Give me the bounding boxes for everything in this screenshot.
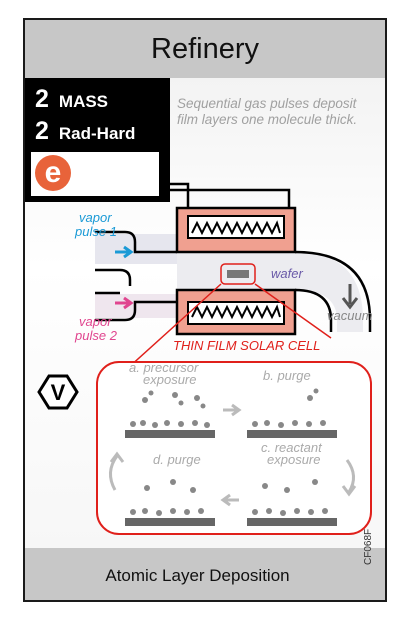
stat-radhard-label: Rad-Hard [58, 124, 136, 143]
substrate-a [125, 430, 215, 438]
ald-diagram: V vapor pulse 1 vapor pulse 2 wafer vacu… [37, 182, 373, 535]
v-badge-icon [37, 374, 79, 410]
cycle-arrow-da-icon [109, 451, 125, 491]
card-subtitle: Atomic Layer Deposition [105, 566, 290, 585]
cycle-arrow-ab-icon [223, 403, 242, 417]
ald-cycle-panel [96, 361, 372, 535]
card-title: Refinery [25, 20, 385, 78]
product-label: THIN FILM SOLAR CELL [173, 338, 320, 353]
molecule-dots [130, 388, 328, 516]
card-description: Sequential gas pulses deposit film layer… [177, 96, 382, 128]
substrate-c [247, 518, 337, 526]
electric-e-icon: e [35, 155, 71, 191]
vacuum-arrow-icon [341, 284, 359, 310]
vapor-1-arrow-icon [115, 245, 134, 259]
stat-radhard-value: 2 [35, 117, 49, 145]
bottom-coil [191, 304, 281, 320]
vapor-1-label-line1: vapor [79, 210, 112, 225]
description-line-2: film layers one molecule thick. [177, 112, 358, 127]
description-line-1: Sequential gas pulses deposit [177, 96, 357, 111]
vapor-2-arrow-icon [115, 296, 134, 310]
wafer-label: wafer [271, 266, 303, 281]
step-c-label-line1: c. reactant [261, 440, 323, 455]
vacuum-label: vacuum [327, 308, 373, 323]
stat-mass-label: MASS [58, 92, 109, 111]
vapor-2-label-line2: pulse 2 [74, 328, 118, 343]
pipe-lower-wall [95, 300, 177, 322]
wafer-highlight [220, 263, 256, 285]
vapor-2-label-line1: vapor [79, 314, 112, 329]
cycle-arrow-bc-icon [341, 459, 357, 497]
wafer-icon [227, 270, 249, 278]
step-b-label: b. purge [263, 368, 311, 383]
step-a-label-line1: a. precursor [129, 360, 199, 375]
substrate-d [125, 518, 215, 526]
card-footer: Atomic Layer Deposition [25, 548, 385, 600]
stat-radhard: 2 Rad-Hard [35, 117, 135, 146]
electric-slot: e [31, 152, 159, 196]
stat-mass-value: 2 [35, 85, 49, 113]
cycle-arrow-cd-icon [220, 493, 239, 507]
card-code: CF068F [363, 528, 374, 565]
step-a-label-line2: exposure [143, 372, 196, 387]
stat-mass: 2 MASS [35, 85, 108, 114]
vapor-1-label-line2: pulse 1 [74, 224, 117, 239]
substrate-b [247, 430, 337, 438]
step-c-label-line2: exposure [267, 452, 320, 467]
gas-channel [177, 252, 363, 332]
top-coil [191, 220, 281, 236]
v-badge-letter: V [51, 380, 66, 405]
step-d-label: d. purge [153, 452, 201, 467]
pipe-upper-wall [95, 230, 177, 254]
